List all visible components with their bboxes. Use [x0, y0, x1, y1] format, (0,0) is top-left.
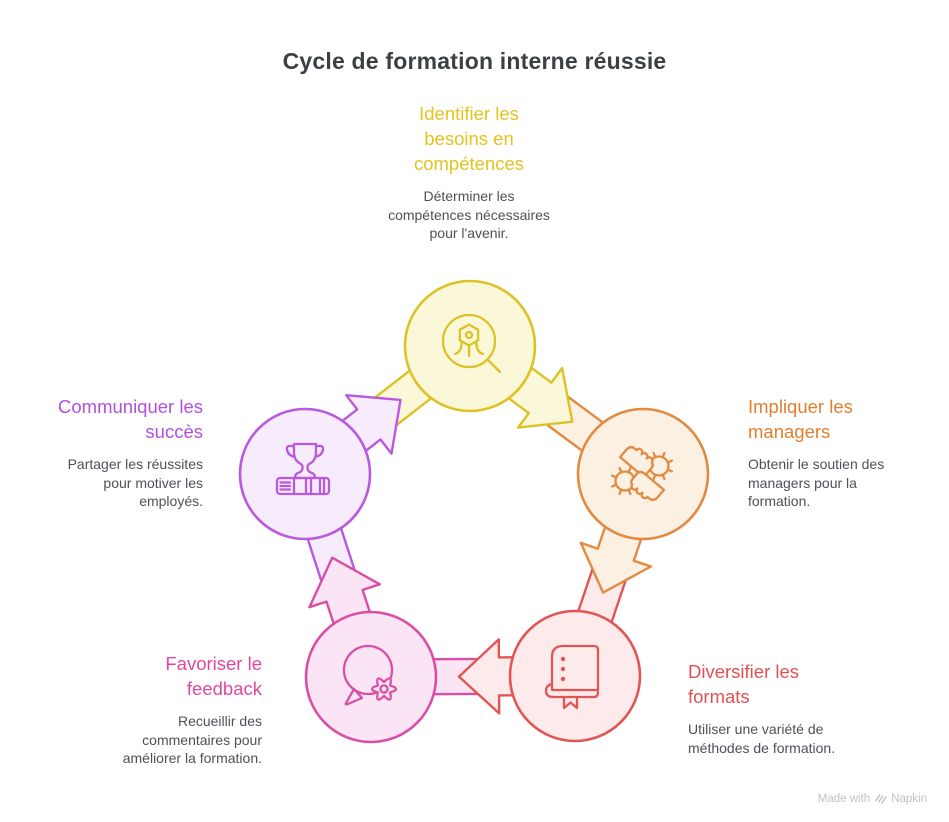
step-text-favoriser-feedback: Favoriser le feedback Recueillir des com…: [32, 651, 262, 768]
watermark: Made with Napkin: [818, 792, 927, 805]
step-desc-diversifier-formats: Utiliser une variété de méthodes de form…: [688, 721, 836, 756]
step-text-identifier-besoins: Identifier les besoins en compétences Dé…: [339, 101, 599, 243]
napkin-logo-icon: [875, 794, 888, 804]
book-bookmark-icon: [544, 644, 600, 710]
step-desc-communiquer-succes: Partager les réussites pour motiver les …: [67, 456, 203, 509]
step-label-identifier-besoins: Identifier les besoins en compétences: [413, 103, 525, 174]
watermark-brand: Napkin: [891, 792, 927, 805]
step-circle-diversifier-formats: [508, 609, 642, 743]
watermark-text: Made with: [817, 792, 871, 805]
trophy-podium-icon: [275, 442, 331, 496]
step-label-favoriser-feedback: Favoriser le feedback: [165, 653, 262, 699]
step-label-impliquer-managers: Impliquer les managers: [748, 396, 853, 442]
step-label-communiquer-succes: Communiquer les succès: [58, 396, 203, 442]
magnifier-bolt-icon: [441, 313, 502, 374]
speech-gear-icon: [342, 644, 398, 706]
step-text-communiquer-succes: Communiquer les succès Partager les réus…: [3, 394, 203, 511]
step-circle-favoriser-feedback: [304, 610, 438, 744]
step-desc-identifier-besoins: Déterminer les compétences nécessaires p…: [388, 188, 550, 241]
diagram-title: Cycle de formation interne réussie: [282, 48, 667, 74]
step-circle-communiquer-succes: [238, 407, 372, 541]
step-text-impliquer-managers: Impliquer les managers Obtenir le soutie…: [748, 394, 948, 511]
step-desc-impliquer-managers: Obtenir le soutien des managers pour la …: [748, 456, 885, 509]
step-text-diversifier-formats: Diversifier les formats Utiliser une var…: [688, 659, 928, 757]
step-desc-favoriser-feedback: Recueillir des commentaires pour amélior…: [122, 713, 262, 766]
hands-gears-icon: [610, 445, 674, 502]
step-label-diversifier-formats: Diversifier les formats: [688, 661, 800, 707]
